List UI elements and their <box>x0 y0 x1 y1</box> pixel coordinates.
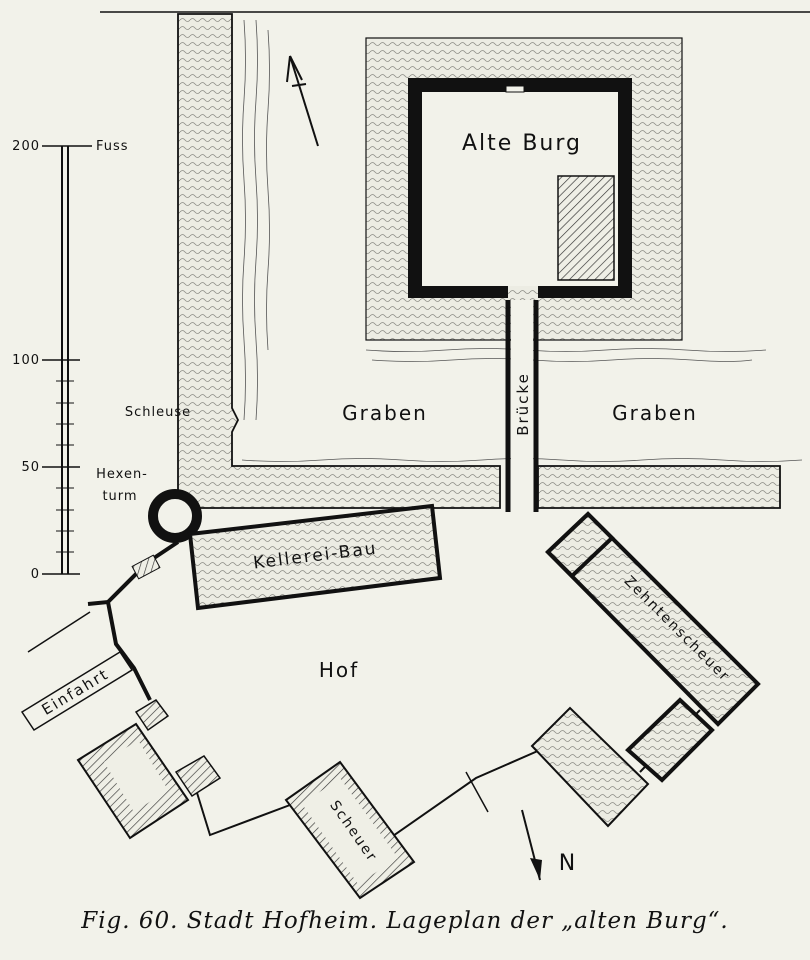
tower-stair <box>131 554 161 580</box>
scheuer-label-field <box>302 778 398 884</box>
label-hexenturm-line1: Hexen- <box>96 467 148 482</box>
kellerei-bau-building <box>187 503 443 611</box>
scale-tick-50: 50 <box>21 460 40 475</box>
bridge-deck <box>511 300 533 510</box>
castle-gate-north <box>505 85 525 93</box>
einfahrt-gate-pier <box>134 699 170 732</box>
label-alte-burg: Alte Burg <box>462 131 582 156</box>
southeast-building <box>530 706 650 828</box>
label-north: N <box>559 851 577 876</box>
south-gate-lines <box>465 749 541 813</box>
label-graben-left: Graben <box>342 401 428 425</box>
figure-caption: Fig. 60. Stadt Hofheim. Lageplan der „al… <box>81 908 729 934</box>
scale-tick-200: 200 <box>12 139 40 154</box>
north-arrow-top <box>286 55 319 147</box>
label-hof: Hof <box>319 658 359 682</box>
north-arrow-bottom <box>521 809 542 881</box>
west-small-building <box>174 755 222 798</box>
label-hexenturm-line2: turm <box>102 489 137 504</box>
einfahrt-box <box>20 650 134 732</box>
scale-bar <box>42 145 92 575</box>
right-embankment <box>537 465 781 509</box>
label-einfahrt: Einfahrt <box>39 665 113 719</box>
zehntenscheuer-annex <box>545 511 615 579</box>
scale-unit-label: Fuss <box>96 139 129 154</box>
scale-tick-0: 0 <box>31 567 40 582</box>
west-building-inner <box>104 740 168 812</box>
label-graben-right: Graben <box>612 401 698 425</box>
wall-segment-einfahrt <box>87 599 152 701</box>
scale-tick-100: 100 <box>12 353 40 368</box>
label-bruecke: Brücke <box>514 372 532 436</box>
hexenturm-tower <box>148 489 202 543</box>
approach-road-line <box>27 611 91 653</box>
zehntenscheuer-south-annex <box>625 697 715 783</box>
bridge <box>505 300 539 512</box>
site-plan-map: Alte Burg Graben Graben Brücke Schleuse … <box>12 11 810 900</box>
castle-building <box>557 175 615 281</box>
label-schleuse: Schleuse <box>125 405 191 420</box>
